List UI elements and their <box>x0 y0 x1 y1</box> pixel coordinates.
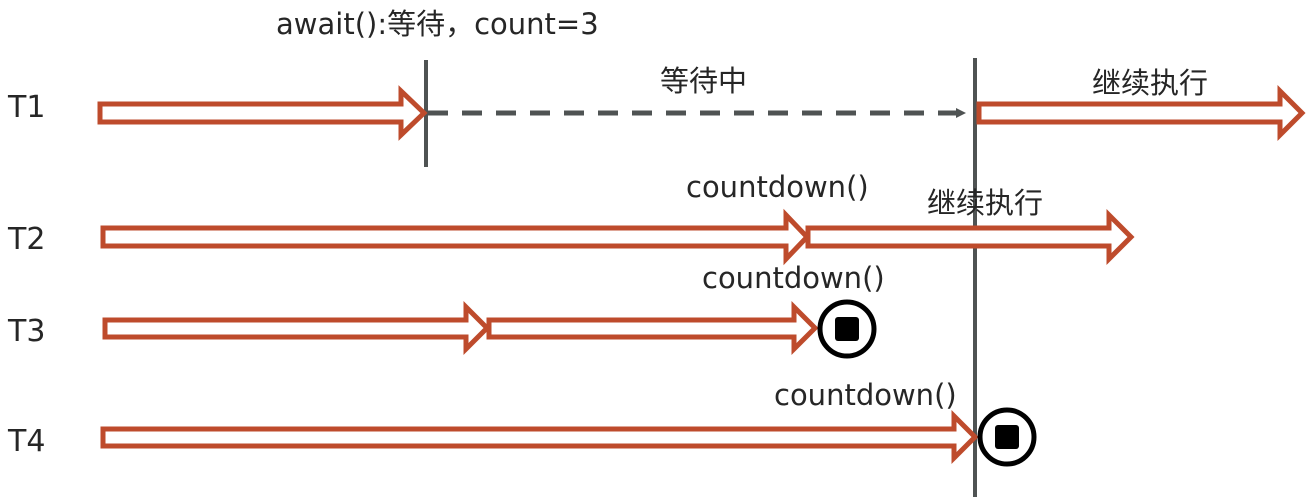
t2-run-arrow <box>100 208 811 266</box>
t2-continue-label: 继续执行 <box>927 186 1044 220</box>
t1-continue-arrow <box>976 84 1306 142</box>
t4-countdown-label: countdown() <box>774 378 957 412</box>
thread-label-t3: T3 <box>8 314 46 349</box>
t3-run-arrow-2 <box>486 300 819 356</box>
t3-stop-icon <box>817 299 877 359</box>
t3-run-arrow-1 <box>102 300 491 356</box>
t3-countdown-label: countdown() <box>702 261 885 295</box>
t4-run-arrow <box>100 409 979 465</box>
t2-countdown-label: countdown() <box>686 170 869 204</box>
t1-run-arrow <box>97 85 428 141</box>
thread-label-t4: T4 <box>8 424 46 459</box>
thread-label-t2: T2 <box>8 222 46 257</box>
t2-continue-arrow <box>805 208 1135 266</box>
t4-stop-icon <box>977 407 1037 467</box>
thread-label-t1: T1 <box>8 90 46 125</box>
await-title-label: await():等待，count=3 <box>276 7 599 41</box>
t1-continue-label: 继续执行 <box>1092 66 1209 100</box>
waiting-label: 等待中 <box>660 64 748 98</box>
